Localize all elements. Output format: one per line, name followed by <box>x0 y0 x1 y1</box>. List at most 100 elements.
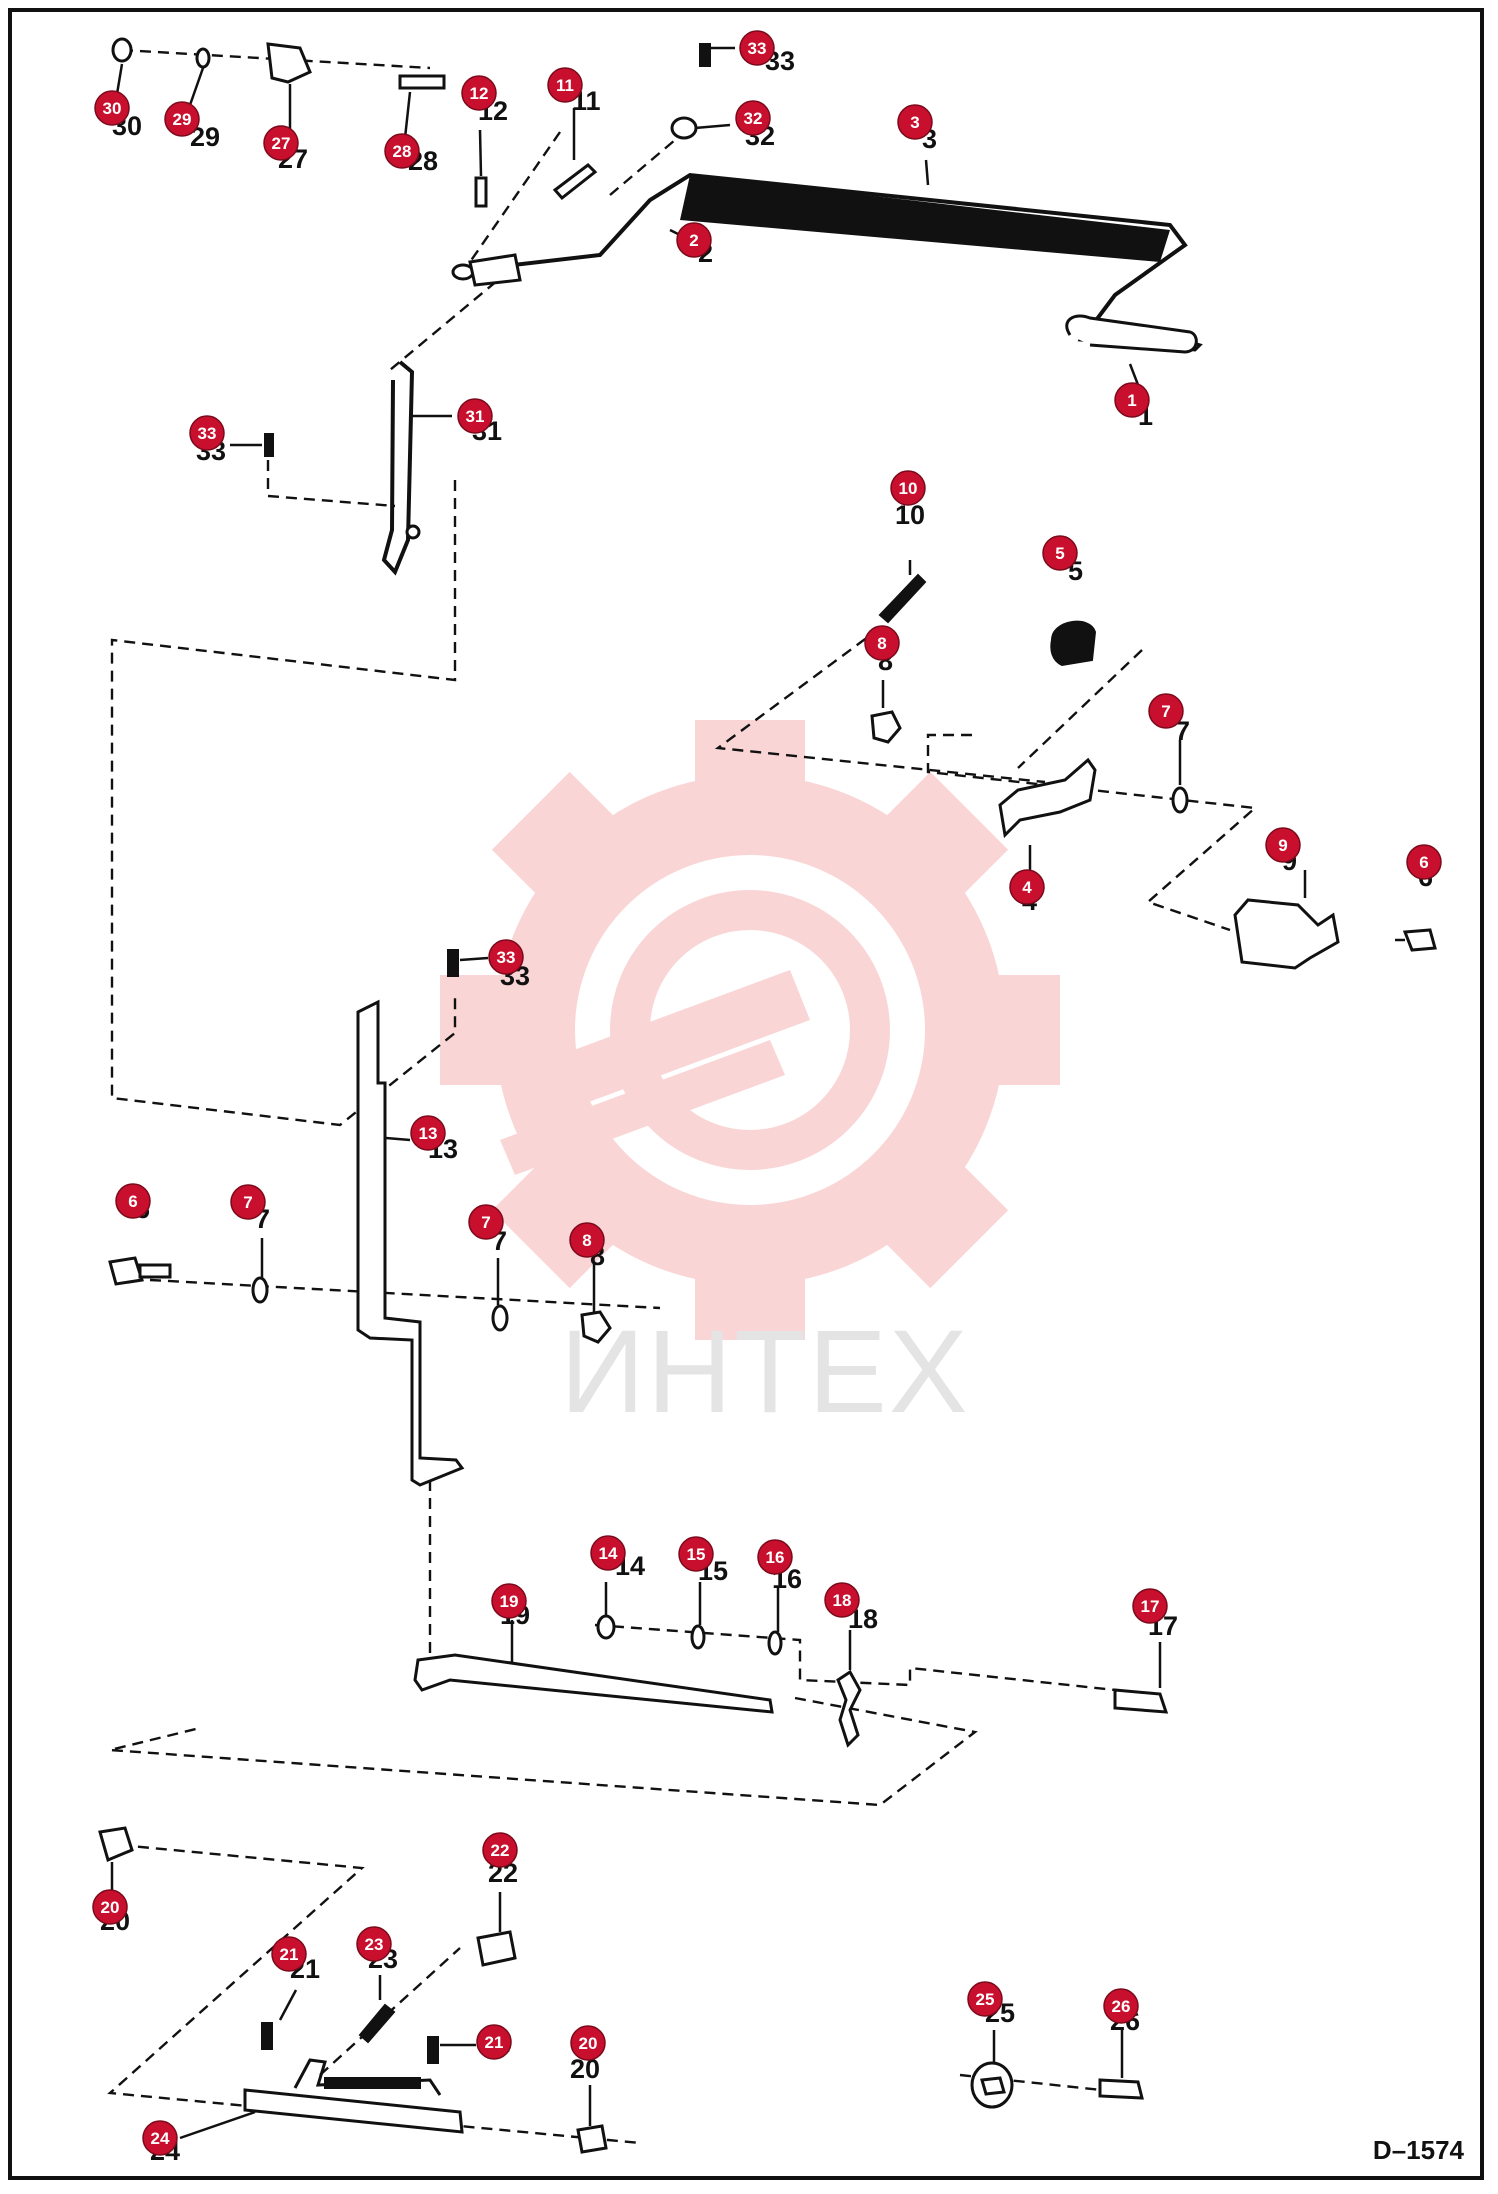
svg-text:14: 14 <box>599 1544 618 1563</box>
svg-text:3: 3 <box>910 113 919 132</box>
spring-pin-33-top <box>699 43 711 67</box>
callout-22[interactable]: 22 <box>482 1832 518 1868</box>
nut-8-top <box>870 710 902 744</box>
svg-text:20: 20 <box>101 1898 120 1917</box>
callout-8-mid[interactable]: 8 <box>569 1222 605 1258</box>
washer-29 <box>195 47 211 69</box>
svg-text:31: 31 <box>466 407 485 426</box>
shaft-24 <box>243 2088 464 2134</box>
clip-27 <box>266 42 312 84</box>
parts <box>98 37 1437 2154</box>
callout-5[interactable]: 5 <box>1042 535 1078 571</box>
callout-8-top[interactable]: 8 <box>864 625 900 661</box>
callout-3[interactable]: 3 <box>897 104 933 140</box>
watermark-logo: ИНТЕХ <box>440 720 1060 1438</box>
spring-23 <box>358 2003 396 2044</box>
bolt-28 <box>398 74 446 90</box>
ring-14 <box>596 1614 616 1640</box>
callout-19[interactable]: 19 <box>491 1583 527 1619</box>
callout-15[interactable]: 15 <box>678 1536 714 1572</box>
callout-18[interactable]: 18 <box>824 1582 860 1618</box>
svg-text:19: 19 <box>500 1592 519 1611</box>
callout-25[interactable]: 25 <box>967 1981 1003 2017</box>
callout-2[interactable]: 2 <box>676 222 712 258</box>
washer-7-left <box>251 1276 269 1304</box>
washer-7-right <box>1171 786 1189 814</box>
callout-9[interactable]: 9 <box>1265 827 1301 863</box>
svg-text:26: 26 <box>1112 1997 1131 2016</box>
svg-text:1: 1 <box>1127 391 1136 410</box>
svg-text:5: 5 <box>1055 544 1064 563</box>
callout-24[interactable]: 24 <box>142 2120 178 2156</box>
svg-text:8: 8 <box>582 1231 591 1250</box>
svg-text:9: 9 <box>1278 836 1287 855</box>
pin-11 <box>552 163 598 201</box>
svg-text:21: 21 <box>485 2033 504 2052</box>
svg-text:8: 8 <box>877 634 886 653</box>
callout-16[interactable]: 16 <box>757 1539 793 1575</box>
callout-28[interactable]: 28 <box>384 133 420 169</box>
callout-26[interactable]: 26 <box>1103 1988 1139 2024</box>
callout-6-right[interactable]: 6 <box>1406 844 1442 880</box>
handle-bar <box>451 172 1203 354</box>
screw-26 <box>1098 2078 1144 2100</box>
callout-29[interactable]: 29 <box>164 101 200 137</box>
nut-30 <box>111 37 133 63</box>
callout-7-left[interactable]: 7 <box>230 1184 266 1220</box>
callout-33-low[interactable]: 33 <box>488 939 524 975</box>
callout-7-right[interactable]: 7 <box>1148 693 1184 729</box>
callout-20-bottom[interactable]: 20 <box>570 2025 606 2061</box>
callout-17[interactable]: 17 <box>1132 1588 1168 1624</box>
callout-21-left[interactable]: 21 <box>271 1936 307 1972</box>
spring-pin-33-mid <box>264 433 274 457</box>
drawing-number: D–1574 <box>1372 2135 1464 2165</box>
svg-text:24: 24 <box>151 2129 170 2148</box>
callout-32[interactable]: 32 <box>735 100 771 136</box>
gear-icon <box>440 720 1060 1340</box>
callout-11[interactable]: 11 <box>547 67 583 103</box>
svg-text:32: 32 <box>744 109 763 128</box>
callout-1[interactable]: 1 <box>1114 382 1150 418</box>
washer-7-center <box>491 1304 509 1332</box>
callout-31[interactable]: 31 <box>457 398 493 434</box>
svg-text:33: 33 <box>198 424 217 443</box>
washer-16 <box>767 1630 783 1656</box>
svg-text:4: 4 <box>1022 878 1032 897</box>
svg-text:18: 18 <box>833 1591 852 1610</box>
nut-8-mid <box>580 1310 612 1344</box>
svg-text:6: 6 <box>128 1192 137 1211</box>
svg-text:17: 17 <box>1141 1597 1160 1616</box>
bolt-6-right <box>1402 928 1437 952</box>
svg-text:11: 11 <box>556 76 574 95</box>
callout-33-top[interactable]: 33 <box>739 30 775 66</box>
callout-23[interactable]: 23 <box>356 1926 392 1962</box>
callout-27[interactable]: 27 <box>263 125 299 161</box>
bracket-9 <box>1233 898 1340 970</box>
callout-10[interactable]: 10 <box>890 470 926 506</box>
callout-4[interactable]: 4 <box>1009 869 1045 905</box>
callout-13[interactable]: 13 <box>410 1115 446 1151</box>
svg-text:10: 10 <box>899 479 918 498</box>
spring-pin-33-low <box>447 949 459 977</box>
svg-text:7: 7 <box>481 1213 490 1232</box>
svg-text:20: 20 <box>579 2034 598 2053</box>
spring-10 <box>878 573 927 624</box>
clip-22 <box>476 1930 517 1967</box>
callout-30[interactable]: 30 <box>94 90 130 126</box>
callout-33-mid[interactable]: 33 <box>189 415 225 451</box>
bolt-6-left <box>108 1256 144 1286</box>
svg-text:33: 33 <box>497 948 516 967</box>
callout-7-center[interactable]: 7 <box>468 1204 504 1240</box>
callout-20-top[interactable]: 20 <box>92 1889 128 1925</box>
clip-18 <box>836 1669 862 1748</box>
callout-6-left[interactable]: 6 <box>115 1183 151 1219</box>
svg-text:23: 23 <box>365 1935 384 1954</box>
knob-5 <box>1050 620 1097 667</box>
svg-text:25: 25 <box>976 1990 995 2009</box>
callout-21-right[interactable]: 21 <box>476 2024 512 2060</box>
watermark-text: ИНТЕХ <box>560 1306 970 1438</box>
svg-text:7: 7 <box>1175 716 1190 746</box>
callout-12[interactable]: 12 <box>461 75 497 111</box>
callout-14[interactable]: 14 <box>590 1535 626 1571</box>
